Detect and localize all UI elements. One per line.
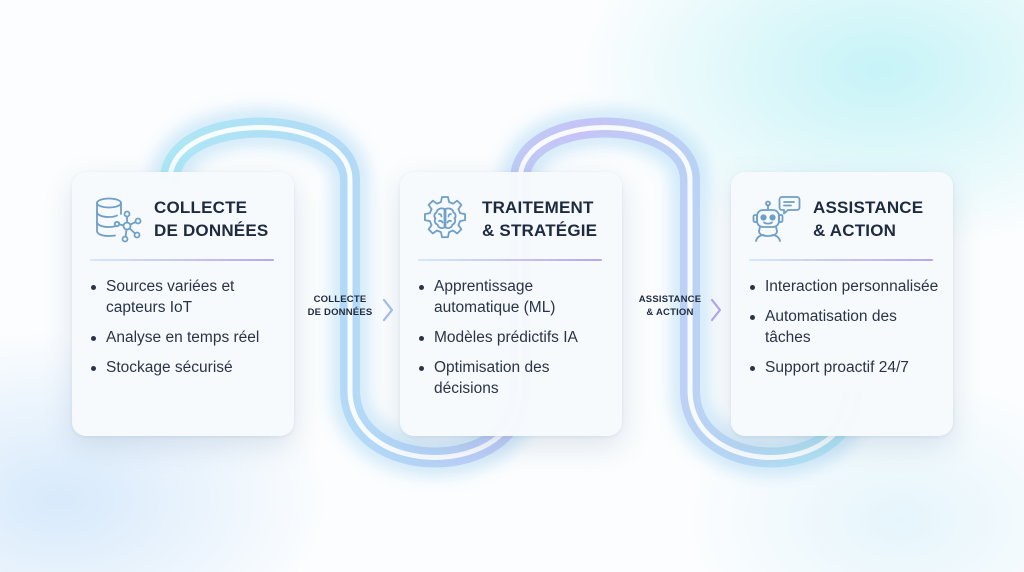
card-divider [418, 259, 602, 261]
list-item: Apprentissage automatique (ML) [417, 276, 610, 318]
stage-title-line1: ASSISTANCE [813, 198, 924, 217]
stage-title-line2: & ACTION [813, 221, 897, 240]
stage-title-line2: & STRATÉGIE [482, 221, 598, 240]
connector-label-assistance: ASSISTANCE & ACTION [632, 293, 708, 319]
stage-card-assistance: ASSISTANCE & ACTION Interaction personna… [731, 172, 953, 436]
stage-item-list: Apprentissage automatique (ML) Modèles p… [417, 276, 610, 408]
list-item: Analyse en temps réel [89, 327, 282, 348]
list-item: Optimisation des décisions [417, 357, 610, 399]
card-divider [749, 259, 933, 261]
list-item: Automatisation des tâches [748, 306, 941, 348]
list-item: Support proactif 24/7 [748, 357, 941, 378]
list-item: Interaction personnalisée [748, 276, 941, 297]
stage-item-list: Sources variées et capteurs IoT Analyse … [89, 276, 282, 387]
connector-label-line1: COLLECTE [313, 294, 367, 305]
stage-card-collecte: COLLECTE DE DONNÉES Sources variées et c… [72, 172, 294, 436]
stage-title: TRAITEMENT & STRATÉGIE [482, 196, 597, 242]
connector-label-line1: ASSISTANCE [638, 294, 702, 305]
robot-chat-icon [752, 196, 801, 242]
chevron-right-icon [382, 298, 394, 322]
stage-title-line1: COLLECTE [154, 198, 248, 217]
list-item: Sources variées et capteurs IoT [89, 276, 282, 318]
list-item: Stockage sécurisé [89, 357, 282, 378]
chevron-right-icon [710, 298, 722, 322]
stage-title: ASSISTANCE & ACTION [813, 196, 923, 242]
stage-title-line1: TRAITEMENT [482, 198, 594, 217]
database-network-icon [96, 197, 142, 243]
list-item: Modèles prédictifs IA [417, 327, 610, 348]
card-divider [90, 259, 274, 261]
stage-title-line2: DE DONNÉES [154, 221, 269, 240]
stage-item-list: Interaction personnalisée Automatisation… [748, 276, 941, 387]
brain-gear-icon [424, 196, 466, 239]
stage-title: COLLECTE DE DONNÉES [154, 196, 268, 242]
connector-label-collecte: COLLECTE DE DONNÉES [300, 293, 380, 319]
stage-card-traitement: TRAITEMENT & STRATÉGIE Apprentissage aut… [400, 172, 622, 436]
connector-label-line2: & ACTION [646, 307, 694, 318]
connector-label-line2: DE DONNÉES [307, 307, 373, 318]
